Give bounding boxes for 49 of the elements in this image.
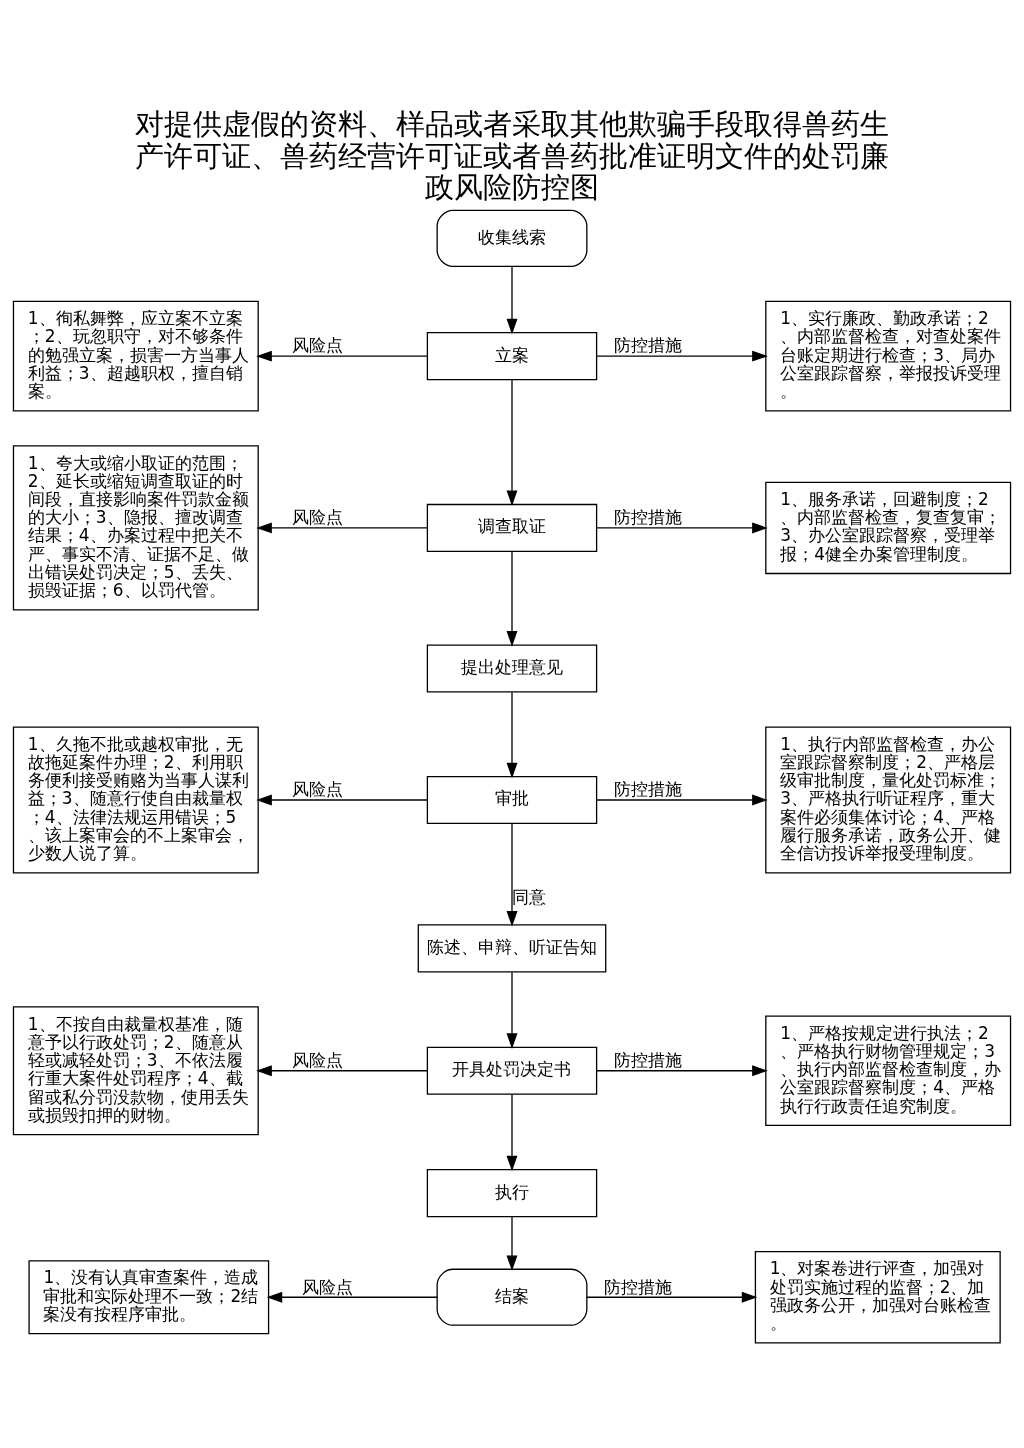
diagram-title: 对提供虚假的资料、样品或者采取其他欺骗手段取得兽药生产许可证、兽药经营许可证或者兽药批准证明文件的处罚廉政风险防控图 <box>135 106 889 204</box>
arrow <box>256 350 429 362</box>
node-box: 提出处理意见 <box>426 643 598 693</box>
node-box: 1、久拖不批或越权审批，无故拖延案件办理；2、利用职务便利接受贿赂为当事人谋利益；3、随意行使自由裁量权；4、法律法规运用错误；5、该上案审会的不上案审会，少数人说了算。 <box>12 725 259 874</box>
edge-label: 防控措施 <box>603 1276 672 1297</box>
edge-label: 防控措施 <box>613 1049 682 1070</box>
node-box: 1、执行内部监督检查，办公室跟踪督察制度；2、严格层级审批制度，量化处罚标准；3、严格执行听证程序，重大案件必须集体讨论；4、严格履行服务承诺，政务公开、健全信访投诉举报受理制度。 <box>765 725 1012 874</box>
node-box: 1、对案卷进行评查，加强对处罚实施过程的监督；2、加强政务公开，加强对台账检查。 <box>754 1250 1001 1343</box>
arrow <box>506 1093 518 1171</box>
edge-label: 风险点 <box>301 1276 353 1297</box>
edge-label: 风险点 <box>291 778 343 799</box>
node-box: 1、服务承诺，回避制度；2、内部监督检查，复查复审；3、办公室跟踪督察，受理举报；4健全办案管理制度。 <box>765 481 1012 574</box>
node-box: 1、徇私舞弊，应立案不立案；2、玩忽职守，对不够条件的勉强立案，损害一方当事人利益；3、超越职权，擅自销案。 <box>12 300 259 411</box>
arrow <box>595 350 768 362</box>
node-box: 1、严格按规定进行执法；2、严格执行财物管理规定；3、执行内部监督检查制度，办公室跟踪督察制度；4、严格执行行政责任追究制度。 <box>765 1014 1012 1126</box>
arrow <box>506 691 518 778</box>
edge-label: 风险点 <box>291 506 343 527</box>
node-box: 执行 <box>426 1168 598 1217</box>
edge-label: 防控措施 <box>613 506 682 527</box>
arrow <box>595 1064 768 1076</box>
arrow <box>256 794 429 805</box>
node-box: 审批 <box>426 775 598 824</box>
edge-label: 风险点 <box>291 334 343 355</box>
edge-label: 防控措施 <box>613 334 682 355</box>
node-box: 1、不按自由裁量权基准，随意予以行政处罚；2、随意从轻或减轻处罚；3、不依法履行重大案件处罚程序；4、截留或私分罚没款物，使用丢失或损毁扣押的财物。 <box>12 1005 259 1135</box>
node-box: 开具处罚决定书 <box>426 1046 598 1095</box>
node-box: 1、夸大或缩小取证的范围；2、延长或缩短调查取证的时间段，直接影响案件罚款金额的大小；3、隐报、擅改调查结果；4、办案过程中把关不严、事实不清、证据不足、做出错误处罚决定；5、丢失、损毁证据；6、以罚代管。 <box>12 444 259 611</box>
arrow <box>256 521 429 533</box>
edge-label: 同意 <box>511 886 546 907</box>
node-box: 立案 <box>426 331 598 380</box>
node-box: 陈述、申辩、听证告知 <box>417 923 607 972</box>
node-box: 调查取证 <box>426 503 598 552</box>
node-box: 收集线索 <box>436 209 588 267</box>
arrow <box>506 971 518 1049</box>
node-box: 1、没有认真审查案件，造成审批和实际处理不一致；2结案没有按程序审批。 <box>28 1259 270 1334</box>
edge-label: 风险点 <box>291 1049 343 1070</box>
node-box: 结案 <box>436 1268 588 1326</box>
arrow <box>595 794 768 805</box>
arrow <box>256 1064 429 1076</box>
arrow <box>506 265 518 334</box>
node-box: 1、实行廉政、勤政承诺；2、内部监督检查，对查处案件台账定期进行检查；3、局办公室跟踪督察，举报投诉受理。 <box>765 300 1012 411</box>
arrow <box>506 378 518 506</box>
arrow <box>595 521 768 533</box>
arrow <box>266 1291 438 1303</box>
arrow <box>506 1215 518 1271</box>
arrow <box>586 1291 758 1303</box>
edge-label: 防控措施 <box>613 778 682 799</box>
arrow <box>506 822 518 927</box>
arrow <box>506 550 518 647</box>
